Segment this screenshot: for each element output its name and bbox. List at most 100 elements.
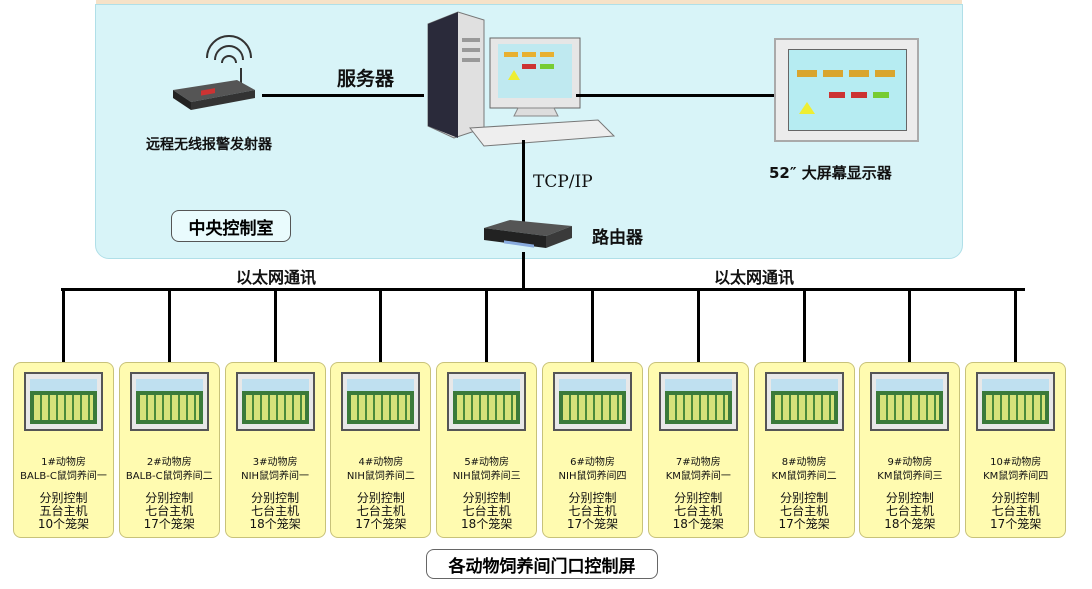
drop-line xyxy=(696,289,700,372)
room-hosts: 七台主机 xyxy=(780,504,829,518)
room-type: NIH鼠饲养间二 xyxy=(346,471,415,482)
room-type: NIH鼠饲养间一 xyxy=(241,471,310,482)
control-screen-icon xyxy=(235,372,315,431)
ethernet-label-left: 以太网通讯 xyxy=(236,268,317,287)
drop-line xyxy=(802,289,806,372)
control-screen-icon xyxy=(976,372,1056,431)
room-hosts: 七台主机 xyxy=(462,504,511,518)
room-racks: 17个笼架 xyxy=(355,517,407,531)
room-racks: 18个笼架 xyxy=(461,517,513,531)
room-racks: 17个笼架 xyxy=(143,517,195,531)
control-room-label: 中央控制室 xyxy=(171,210,291,242)
room-type: BALB-C鼠饲养间一 xyxy=(20,471,107,482)
room-type: BALB-C鼠饲养间二 xyxy=(125,471,213,482)
room-racks: 18个笼架 xyxy=(884,517,936,531)
room-hosts: 七台主机 xyxy=(145,504,194,518)
room-racks: 17个笼架 xyxy=(990,517,1042,531)
room-number: 9#动物房 xyxy=(887,457,933,468)
room-hosts: 七台主机 xyxy=(568,504,617,518)
wireless-transmitter-icon xyxy=(173,35,255,110)
room-control: 分别控制 xyxy=(674,491,723,505)
room-number: 4#动物房 xyxy=(358,457,404,468)
connector-line xyxy=(576,94,774,97)
bottom-caption: 各动物饲养间门口控制屏 xyxy=(426,549,658,579)
room-hosts: 七台主机 xyxy=(885,504,934,518)
room-number: 5#动物房 xyxy=(464,457,510,468)
drop-line xyxy=(591,289,594,372)
room-control: 分别控制 xyxy=(356,491,405,505)
control-screen-icon xyxy=(129,372,209,431)
room-number: 7#动物房 xyxy=(675,457,721,468)
room-control: 分别控制 xyxy=(462,491,511,505)
connector-line xyxy=(262,94,424,97)
room-type: KM鼠饲养间二 xyxy=(771,471,837,482)
drop-line xyxy=(908,289,912,372)
control-screen-icon xyxy=(341,372,421,431)
room-type: KM鼠饲养间四 xyxy=(983,471,1049,482)
connector-line xyxy=(522,140,525,224)
room-hosts: 七台主机 xyxy=(674,504,723,518)
drop-line xyxy=(485,289,489,372)
top-strip xyxy=(96,0,962,4)
room-control: 分别控制 xyxy=(145,491,194,505)
tcpip-label: TCP/IP xyxy=(533,172,593,192)
room-hosts: 七台主机 xyxy=(251,504,300,518)
drop-line xyxy=(62,289,65,372)
room-number: 10#动物房 xyxy=(990,457,1042,468)
room-type: NIH鼠饲养间三 xyxy=(452,471,521,482)
room-number: 6#动物房 xyxy=(570,457,615,468)
room-racks: 18个笼架 xyxy=(672,517,724,531)
router-label: 路由器 xyxy=(592,228,643,248)
ethernet-label-right: 以太网通讯 xyxy=(714,268,795,287)
room-racks: 18个笼架 xyxy=(249,517,301,531)
ethernet-bus-line xyxy=(61,288,1025,291)
room-hosts: 七台主机 xyxy=(356,504,405,518)
control-screen-icon xyxy=(764,372,844,431)
room-racks: 10个笼架 xyxy=(37,517,90,531)
server-label: 服务器 xyxy=(337,68,395,90)
room-control: 分别控制 xyxy=(885,491,934,505)
router-icon xyxy=(484,220,572,248)
room-type: KM鼠饲养间一 xyxy=(665,471,731,482)
drop-line xyxy=(273,289,277,372)
room-hosts: 七台主机 xyxy=(991,504,1040,518)
control-screen-icon xyxy=(553,372,632,431)
room-hosts: 五台主机 xyxy=(39,504,88,518)
display-label: 52″ 大屏幕显示器 xyxy=(769,164,892,182)
room-number: 3#动物房 xyxy=(252,457,298,468)
room-type: KM鼠饲养间三 xyxy=(877,471,943,482)
control-screen-icon xyxy=(447,372,527,431)
large-display-icon xyxy=(774,38,919,142)
room-control: 分别控制 xyxy=(780,491,829,505)
room-control: 分别控制 xyxy=(991,491,1040,505)
room-racks: 17个笼架 xyxy=(566,517,619,531)
control-screen-icon xyxy=(24,372,103,431)
room-type: NIH鼠饲养间四 xyxy=(558,471,627,482)
drop-line xyxy=(1014,289,1018,372)
room-control: 分别控制 xyxy=(568,491,617,505)
drop-line xyxy=(167,289,171,372)
drop-line xyxy=(379,289,383,372)
room-number: 8#动物房 xyxy=(781,457,827,468)
room-number: 2#动物房 xyxy=(146,457,192,468)
room-control: 分别控制 xyxy=(251,491,300,505)
connector-line xyxy=(522,252,525,290)
server-computer-icon xyxy=(427,11,616,147)
room-number: 1#动物房 xyxy=(41,457,86,468)
transmitter-label: 远程无线报警发射器 xyxy=(146,137,272,153)
room-racks: 17个笼架 xyxy=(778,517,830,531)
room-control: 分别控制 xyxy=(39,491,88,505)
control-screen-icon xyxy=(658,372,738,431)
control-screen-icon xyxy=(870,372,950,431)
